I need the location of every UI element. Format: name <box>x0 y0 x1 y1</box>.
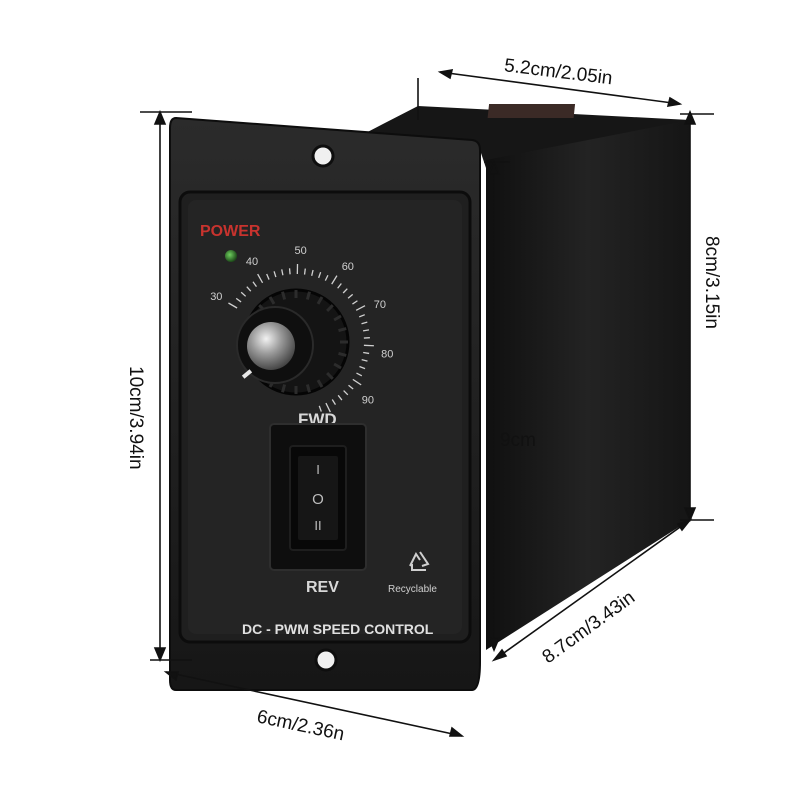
dial-tick <box>228 302 238 309</box>
dial-tick <box>361 321 368 325</box>
knob-cap <box>247 322 295 370</box>
dial-tick <box>288 268 291 275</box>
dial-scale <box>228 264 374 413</box>
panel-title: DC - PWM SPEED CONTROL <box>242 621 434 637</box>
switch-symbol-top: I <box>316 462 320 477</box>
knob-ridge <box>326 372 334 380</box>
knob-ridge <box>326 304 334 312</box>
dial-tick <box>347 293 354 299</box>
dial-tick <box>337 283 342 289</box>
power-led <box>225 250 237 262</box>
knob-ridge <box>281 291 287 300</box>
knob-ridge <box>338 351 347 357</box>
housing-side <box>486 120 690 650</box>
dial-tick <box>325 402 331 413</box>
dial-tick <box>331 275 338 285</box>
dim-right-height: 8cm/3.15in <box>701 236 722 329</box>
dial-number: 80 <box>381 348 393 360</box>
dial-tick <box>361 358 368 362</box>
knob-ridge <box>338 327 347 333</box>
dial-number: 90 <box>362 394 374 406</box>
knob-ridge <box>316 379 324 388</box>
dial-tick <box>355 305 366 311</box>
dim-top-depth: 5.2cm/2.05in <box>503 55 614 89</box>
dial-number: 40 <box>246 256 258 268</box>
housing-top <box>352 106 690 168</box>
dial-tick <box>235 297 242 303</box>
dial-number: 60 <box>342 261 354 273</box>
recycle-icon <box>409 551 430 571</box>
recycle-text: Recyclable <box>388 584 437 595</box>
dial-tick <box>266 273 270 280</box>
knob-pointer <box>241 369 253 379</box>
dial-tick <box>363 351 370 355</box>
dial-number: 70 <box>374 299 386 311</box>
dial-tick <box>358 314 366 318</box>
power-label: POWER <box>200 223 261 240</box>
knob-ridge <box>268 296 276 305</box>
rocker-switch[interactable]: I O II <box>289 445 347 551</box>
knob-ridge <box>333 362 342 370</box>
dial-number: 30 <box>210 291 222 303</box>
dial-tick <box>281 269 284 276</box>
knob-ridge <box>333 314 342 322</box>
dial-tick <box>318 405 322 412</box>
dial-tick <box>342 288 348 294</box>
dial-tick <box>352 378 362 386</box>
dial-tick <box>324 274 329 281</box>
dial-tick <box>356 372 363 377</box>
dial-tick <box>331 399 337 405</box>
dial-tick <box>311 269 314 276</box>
dial-tick <box>273 271 277 278</box>
dim-bottom-width: 6cm/2.36n <box>255 706 346 745</box>
top-screw-hole <box>311 144 335 168</box>
dial-tick <box>257 273 264 284</box>
dial-tick <box>343 390 349 396</box>
dial-tick <box>303 268 306 275</box>
switch-symbol-mid: O <box>312 491 324 508</box>
dim-left-height: 10cm/3.94in <box>125 366 146 470</box>
dial-tick <box>362 329 370 332</box>
dial-tick <box>359 365 366 370</box>
dial-tick <box>318 272 322 279</box>
dial-tick <box>240 291 247 297</box>
knob-ridge <box>281 384 287 393</box>
knob-ridge <box>305 291 311 300</box>
knob-ridge <box>316 296 324 305</box>
bottom-screw-hole <box>314 648 338 672</box>
dial-number: 50 <box>294 245 306 257</box>
rev-label: REV <box>306 579 339 596</box>
switch-symbol-bottom: II <box>314 518 321 533</box>
dial-tick <box>352 300 358 305</box>
dimension-lines <box>140 69 714 737</box>
dim-inner-height: 9cm <box>500 430 536 451</box>
dial-tick <box>337 394 343 401</box>
housing-label-sticker <box>487 104 576 118</box>
dial-tick <box>252 281 257 288</box>
speed-knob[interactable] <box>236 288 350 396</box>
dial-tick <box>246 286 252 292</box>
knob-ridge <box>305 384 311 393</box>
dial-tick <box>348 384 354 390</box>
